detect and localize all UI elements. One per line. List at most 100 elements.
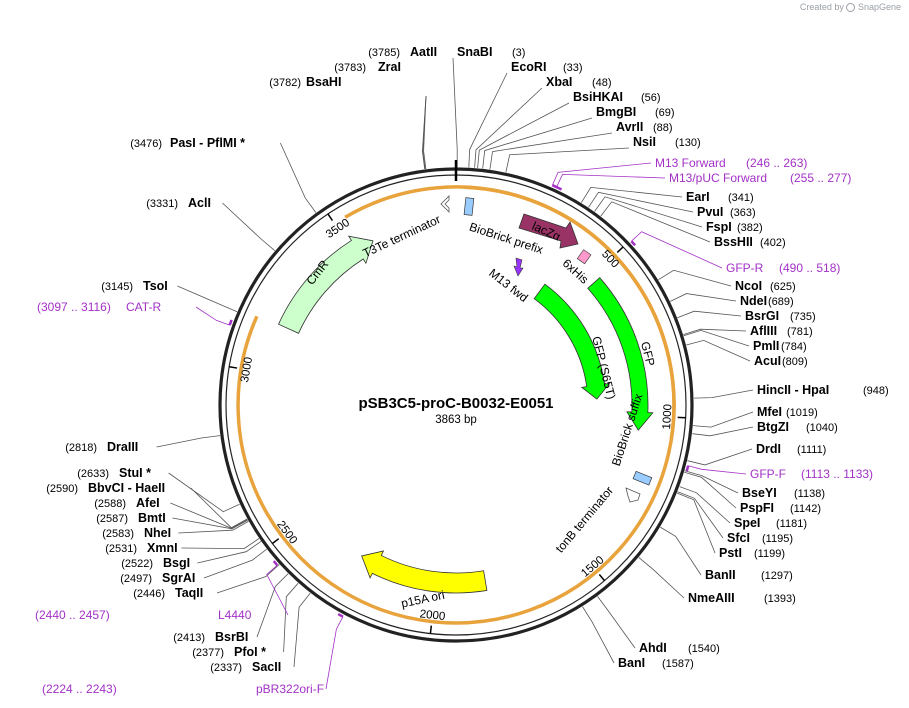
site-leader-line [216,564,280,594]
tick-mark [616,246,624,253]
site-leader-line [658,269,732,287]
site-label: BmtI [138,511,166,525]
primer-label: M13 Forward [655,156,726,170]
site-leader-line [676,492,716,554]
site-leader-line [482,117,593,169]
primer-site-mark [272,560,279,566]
site-label: BsaHI [306,75,341,89]
site-position: (48) [592,77,612,89]
site-label: BssHII [714,235,753,249]
site-label: AcuI [754,354,781,368]
lacz-alpha-arrow [518,213,579,249]
site-label: EarI [686,190,710,204]
six-his-box [576,249,592,265]
site-label: HincII - HpaI [757,383,829,397]
site-position: (625) [770,281,796,293]
site-label: AvrII [616,120,643,134]
site-label: BseYI [742,486,777,500]
site-label: AclI [188,196,211,210]
site-label: XmnI [147,541,178,555]
site-leader-line [686,339,751,362]
site-leader-line [256,573,289,638]
site-label: NdeI [740,294,767,308]
site-position: (2587) [96,513,128,525]
primer-range: (490 .. 518) [779,261,840,275]
primer-leader-line [325,616,344,690]
site-label: BtgZI [757,420,789,434]
site-label: NsiI [633,135,656,149]
site-position: (33) [563,62,583,74]
tonb-terminator-icon [625,487,641,503]
site-label: DrdI [756,442,781,456]
site-leader-line [677,491,724,539]
site-leader-line [474,87,543,168]
t3te-terminator-icon [440,195,450,213]
site-leader-line [197,541,262,564]
primer-leader-line [552,162,652,186]
site-label: SnaBI [457,45,492,59]
site-label: BmgBI [596,105,636,119]
site-leader-line [684,470,739,494]
site-label: EcoRI [511,60,546,74]
biobrick-suffix-label: BioBrick suffix [609,392,646,468]
site-leader-line [683,329,750,347]
primer-leader-line [195,306,230,326]
tonb-terminator-label: tonB terminator [553,484,616,556]
m13-fwd-arrow [513,257,524,277]
site-label: SfcI [727,531,750,545]
site-label: SacII [252,660,281,674]
site-position: (382) [737,222,763,234]
site-leader-line [660,526,702,576]
site-leader-line [190,487,248,529]
site-position: (2522) [121,558,153,570]
snapgene-logo-icon [846,3,856,13]
site-leader-line [203,548,267,579]
site-label: PasI - PflMI * [170,136,245,150]
site-position: (1199) [754,548,785,560]
site-leader-line [594,196,703,228]
site-label: NheI [144,526,171,540]
site-position: (784) [781,341,807,353]
site-label: StuI * [119,466,151,480]
site-leader-line [172,517,248,530]
primer-label: CAT-R [126,300,161,314]
primer-range: (246 .. 263) [746,156,807,170]
site-position: (69) [655,107,675,119]
tick-label: 3500 [324,217,352,241]
site-position: (735) [790,311,816,323]
site-label: PmlI [753,339,779,353]
gfp-s65t-arrow [533,283,611,400]
t3te-terminator-label: T3Te terminator [361,212,443,260]
site-position: (130) [675,137,701,149]
site-leader-line [280,142,317,213]
site-position: (56) [641,92,661,104]
tick-label: 3000 [239,356,255,383]
primer-label: GFP-R [726,261,764,275]
primer-leader-line [688,465,747,475]
site-leader-line [692,426,754,437]
site-position: (88) [653,122,673,134]
site-leader-line [178,521,249,534]
site-position: (2588) [94,498,126,510]
biobrick-suffix-box [632,470,653,486]
site-label: TaqII [175,586,203,600]
site-leader-line [505,147,630,173]
site-leader-line [468,72,508,168]
site-position: (2413) [173,632,205,644]
tick-label: 1000 [661,404,674,430]
site-position: (1111) [797,444,826,456]
site-label: BanII [705,568,736,582]
site-leader-line [452,57,458,167]
primer-site-mark [630,240,637,247]
site-position: (1138) [794,488,825,500]
tick-mark [229,366,238,369]
site-position: (1587) [662,658,694,670]
site-leader-line [489,132,613,170]
site-position: (1040) [806,422,838,434]
site-leader-line [597,596,636,649]
primer-range: (255 .. 277) [790,171,851,185]
primer-leader-line [556,173,666,188]
primer-site-mark [337,612,344,618]
site-leader-line [580,186,683,203]
site-label: BsrGI [745,309,779,323]
